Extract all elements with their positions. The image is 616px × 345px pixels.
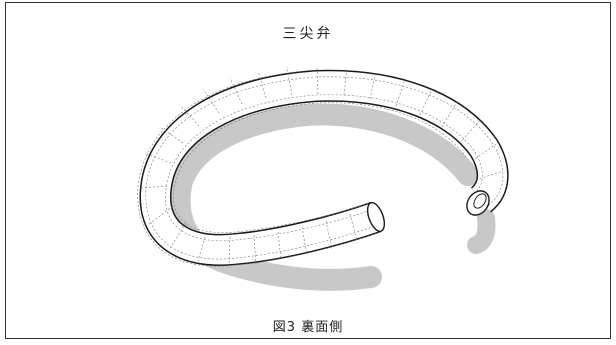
figure-title: 三尖弁 — [282, 26, 334, 42]
figure-frame: 三尖弁 — [5, 2, 611, 339]
tube-mesh-longitudinal — [137, 69, 504, 267]
figure-caption: 図3 裏面側 — [272, 320, 344, 335]
tube-end-cap-lower — [366, 202, 386, 232]
ring-shadow — [168, 103, 496, 291]
tube-mesh-transverse — [139, 65, 504, 267]
tricuspid-ring-illustration — [137, 65, 610, 291]
tube-end-cap-right — [466, 190, 490, 216]
ring-tube — [137, 65, 504, 267]
